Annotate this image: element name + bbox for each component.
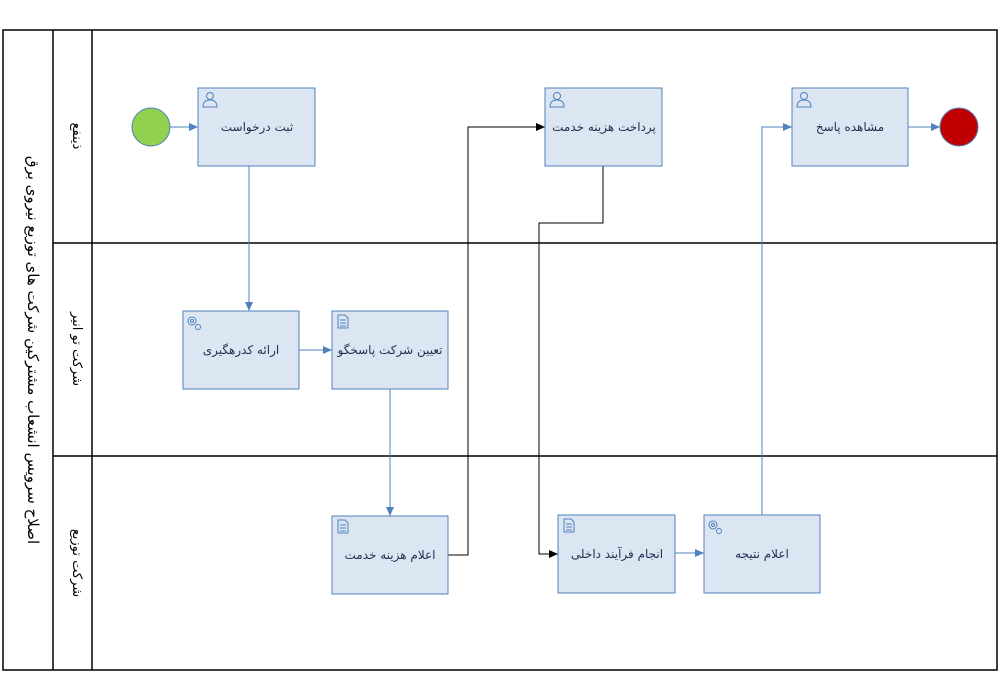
task-label: مشاهده پاسخ	[816, 120, 884, 134]
lane-label-distribution: شرکت توزیع	[69, 529, 84, 597]
document-icon	[563, 518, 575, 533]
task-label: ثبت درخواست	[221, 120, 294, 135]
document-icon	[337, 519, 349, 534]
user-icon	[202, 92, 218, 108]
task-label: اعلام هزینه خدمت	[345, 548, 436, 563]
task-label: انجام فرآیند داخلی	[571, 546, 663, 562]
lane-label-aggregator: شرکت تو انیر	[69, 311, 84, 386]
lane-label-beneficiary: ذینفع	[69, 123, 84, 150]
pool-title: اصلاح سرویس انشعاب مشترکین شرکت های توزی…	[24, 156, 42, 544]
flow-result-to-view	[761, 123, 792, 515]
task-view-response[interactable]: مشاهده پاسخ	[791, 87, 909, 167]
task-label: ارائه کدرهگیری	[203, 343, 279, 358]
pool	[2, 29, 998, 671]
task-internal-process[interactable]: انجام فرآیند داخلی	[557, 514, 676, 594]
task-submit-request[interactable]: ثبت درخواست	[197, 87, 316, 167]
start-event[interactable]	[131, 107, 171, 147]
task-provide-tracking-code[interactable]: ارائه کدرهگیری	[182, 310, 300, 390]
user-icon	[796, 92, 812, 108]
task-assign-responder[interactable]: تعیین شرکت پاسخگو	[331, 310, 449, 390]
gear-icon	[708, 520, 722, 534]
task-pay-service-fee[interactable]: پرداخت هزینه خدمت	[544, 87, 663, 167]
task-label: اعلام نتیجه	[735, 547, 789, 561]
end-event[interactable]	[939, 107, 979, 147]
task-label: تعیین شرکت پاسخگو	[337, 343, 443, 358]
flow-fee-to-pay	[448, 123, 545, 556]
task-announce-result[interactable]: اعلام نتیجه	[703, 514, 821, 594]
gear-icon	[187, 316, 201, 330]
document-icon	[337, 314, 349, 329]
user-icon	[549, 92, 565, 108]
task-announce-service-fee[interactable]: اعلام هزینه خدمت	[331, 515, 449, 595]
task-label: پرداخت هزینه خدمت	[552, 120, 656, 135]
connectors	[170, 123, 940, 558]
flow-pay-to-internal	[538, 166, 604, 558]
